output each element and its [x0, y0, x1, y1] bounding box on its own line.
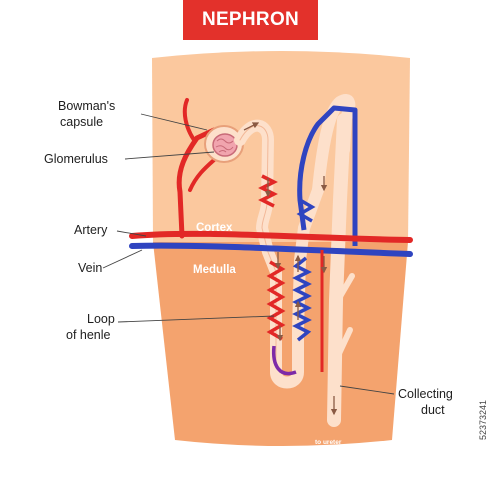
glomerulus-shape — [212, 133, 238, 157]
cortex-label: Cortex — [196, 222, 233, 234]
leader-lines — [102, 113, 395, 395]
bowmans-capsule-label: Bowman's capsule — [58, 99, 119, 129]
flow-arrows — [243, 122, 338, 416]
to-ureter-label: to ureter — [315, 439, 342, 446]
efferent-arteriole — [188, 158, 216, 192]
title-banner: NEPHRON — [183, 0, 318, 40]
vasa-recta-blue — [292, 256, 312, 342]
main-vein — [129, 242, 413, 257]
page-title: NEPHRON — [201, 9, 300, 30]
stock-id: 52373241 — [478, 399, 488, 441]
artery-label: Artery — [74, 223, 108, 237]
vein-label: Vein — [78, 261, 102, 275]
vein-cortex-coil — [296, 198, 316, 223]
medulla-label: Medulla — [193, 264, 236, 276]
stock-id-strip: 52373241 — [476, 372, 490, 472]
arteriole-branch — [182, 98, 196, 142]
glomerulus-label: Glomerulus — [44, 152, 108, 166]
glomerulus-capillaries — [215, 138, 234, 153]
loop-of-henle-label: Loop of henle — [66, 312, 118, 342]
collecting-branches — [333, 273, 355, 363]
peritubular-vein — [297, 105, 358, 246]
vasa-recta-bottom — [271, 345, 297, 376]
collecting-duct-label: Collecting duct — [398, 387, 456, 417]
loop-of-henle — [270, 184, 324, 389]
main-artery — [129, 230, 413, 243]
afferent-arteriole — [176, 127, 217, 239]
